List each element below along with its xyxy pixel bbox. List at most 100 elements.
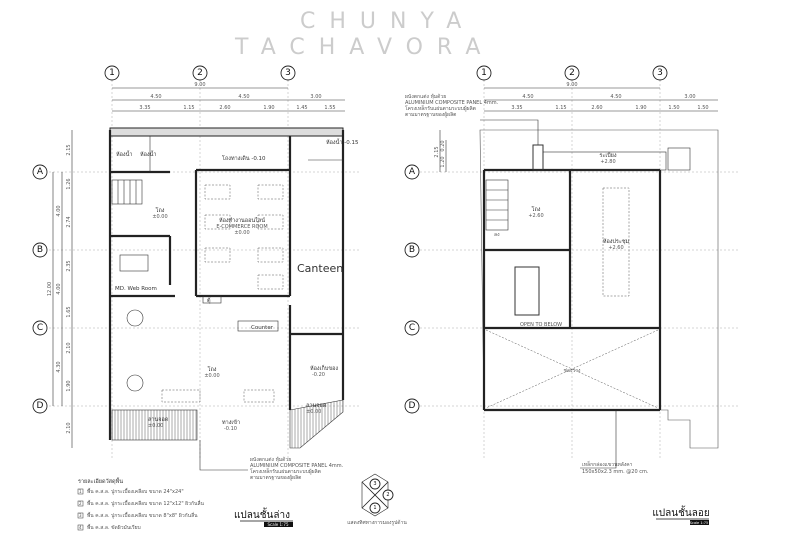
svg-text:B: B	[37, 245, 43, 255]
svg-text:B: B	[409, 245, 415, 255]
svg-text:1.15: 1.15	[555, 105, 566, 111]
ground-floor-title: แปลนชั้นล่าง Scale 1:75	[234, 507, 293, 527]
svg-text:เหล็กกล่องแขวนหลังคา: เหล็กกล่องแขวนหลังคา	[582, 460, 633, 468]
long-meeting-table	[602, 187, 630, 297]
upper-floor-plan: 1 2 3 A B C D 9.00 4.50 4.50 3.00 3.35 1…	[404, 65, 740, 525]
row-bubble-c: C	[404, 320, 420, 336]
svg-text:Scale 1:75: Scale 1:75	[267, 522, 288, 527]
svg-text:150x50x2.3 mm. @20 cm.: 150x50x2.3 mm. @20 cm.	[582, 469, 649, 475]
svg-text:ห้องน้ำ: ห้องน้ำ	[116, 150, 132, 158]
watermark-line-1: CHUNYA	[300, 9, 475, 34]
svg-text:1: 1	[79, 489, 82, 494]
svg-text:4.30: 4.30	[56, 361, 62, 372]
svg-text:3.35: 3.35	[511, 105, 522, 111]
svg-text:D: D	[409, 401, 416, 411]
ground-floor-plan: 1 2 3 A B C D 9.00 4.50 4.50 3.00 3.35 1…	[32, 65, 360, 527]
svg-text:2.60: 2.60	[591, 105, 602, 111]
svg-text:พื้น ค.ส.ล. ปูกระเบื้องเคลือบ: พื้น ค.ส.ล. ปูกระเบื้องเคลือบ ขนาด 8"x8"…	[87, 510, 198, 519]
svg-text:พื้น ค.ส.ล. ขัดผิวมันเรียบ: พื้น ค.ส.ล. ขัดผิวมันเรียบ	[87, 522, 141, 531]
svg-text:ลานจอด: ลานจอด	[148, 417, 169, 423]
stair	[111, 179, 143, 205]
svg-text:Canteen: Canteen	[297, 262, 343, 275]
svg-text:ช่องว่าง: ช่องว่าง	[564, 368, 581, 374]
svg-text:4.00: 4.00	[56, 283, 62, 294]
svg-text:1.45: 1.45	[296, 105, 307, 111]
svg-text:1.50: 1.50	[668, 105, 679, 111]
svg-text:ผนังตกแต่ง หุ้มด้วย: ผนังตกแต่ง หุ้มด้วย	[405, 93, 446, 100]
svg-text:+2.60: +2.60	[608, 245, 623, 251]
room-labels: ระเบียง +2.80 โถง +2.60 ห้องประชุม +2.60…	[494, 152, 630, 374]
svg-text:±0.00: ±0.00	[148, 423, 163, 429]
svg-text:แปลนชั้นลอย: แปลนชั้นลอย	[652, 505, 709, 519]
svg-text:โถง: โถง	[156, 206, 165, 214]
svg-text:Scale 1:75: Scale 1:75	[690, 521, 708, 525]
svg-text:1.20: 1.20	[440, 156, 446, 167]
svg-text:ทางเข้า: ทางเข้า	[222, 419, 240, 426]
column-bubble-3: 3	[652, 65, 668, 81]
svg-text:3.00: 3.00	[684, 94, 695, 100]
svg-text:4.00: 4.00	[56, 205, 62, 216]
svg-text:ลง: ลง	[494, 232, 500, 238]
svg-text:1.55: 1.55	[324, 105, 335, 111]
svg-text:4.50: 4.50	[610, 94, 621, 100]
svg-text:โถง: โถง	[532, 205, 541, 213]
row-bubble-b: B	[404, 242, 420, 258]
svg-text:3.35: 3.35	[139, 105, 150, 111]
md-desk	[119, 254, 149, 272]
svg-text:+2.60: +2.60	[528, 213, 543, 219]
dining-tables	[126, 309, 144, 392]
svg-text:รายละเอียดวัสดุพื้น: รายละเอียดวัสดุพื้น	[78, 477, 123, 485]
row-bubble-a: A	[32, 164, 48, 180]
svg-text:ห้องน้ำ: ห้องน้ำ	[140, 150, 156, 158]
svg-text:ห้องน้ำ -0.15: ห้องน้ำ -0.15	[326, 138, 359, 146]
svg-text:2.15: 2.15	[66, 144, 72, 155]
svg-text:1: 1	[481, 68, 487, 78]
column-bubble-1: 1	[104, 65, 120, 81]
svg-text:1: 1	[109, 68, 115, 78]
svg-text:ห้องประชุม: ห้องประชุม	[603, 238, 630, 245]
svg-text:-0.10: -0.10	[224, 426, 237, 432]
elevation-key: 3 2 1 แสดงทิศทางการมองรูปด้าน	[347, 473, 407, 526]
grid-lines	[45, 80, 360, 460]
terrace-hatch	[111, 399, 344, 449]
walls	[482, 144, 691, 412]
svg-text:1.15: 1.15	[183, 105, 194, 111]
svg-text:3: 3	[79, 513, 82, 518]
svg-text:2.60: 2.60	[219, 105, 230, 111]
svg-text:2.15: 2.15	[434, 146, 440, 157]
stair	[485, 179, 509, 231]
left-dimensions: 2.15 0.20 1.20	[434, 130, 447, 172]
svg-text:A: A	[37, 167, 44, 177]
svg-text:9.00: 9.00	[566, 82, 577, 88]
svg-text:±0.00: ±0.00	[152, 214, 167, 220]
legend-item: 2 พื้น ค.ส.ล. ปูกระเบื้องเคลือบ ขนาด 12"x…	[77, 498, 205, 507]
column-bubble-1: 1	[476, 65, 492, 81]
svg-text:ระเบียง: ระเบียง	[599, 152, 617, 159]
floor-material-legend: รายละเอียดวัสดุพื้น 1 พื้น ค.ส.ล. ปูกระเบ…	[77, 477, 205, 531]
svg-text:C: C	[409, 323, 415, 333]
svg-text:4.50: 4.50	[522, 94, 533, 100]
row-bubble-d: D	[404, 398, 420, 414]
row-bubble-c: C	[32, 320, 48, 336]
svg-text:±0.00: ±0.00	[306, 409, 321, 415]
top-dimensions: 9.00 4.50 4.50 3.00 3.35 1.15 2.60 1.90 …	[112, 82, 345, 112]
svg-text:2.10: 2.10	[66, 422, 72, 433]
svg-text:3: 3	[373, 481, 376, 487]
svg-text:โถงทางเดิน -0.10: โถงทางเดิน -0.10	[222, 154, 266, 162]
svg-text:3: 3	[285, 68, 291, 78]
svg-text:1: 1	[373, 505, 376, 511]
svg-text:ตามมาตรฐานของผู้ผลิต: ตามมาตรฐานของผู้ผลิต	[405, 111, 456, 118]
svg-text:D: D	[37, 401, 44, 411]
svg-text:พื้น ค.ส.ล. ปูกระเบื้องเคลือบ: พื้น ค.ส.ล. ปูกระเบื้องเคลือบ ขนาด 12"x1…	[87, 498, 205, 507]
cladding-note: ผนังตกแต่ง หุ้มด้วย ALUMINIUM COMPOSITE …	[199, 440, 344, 481]
svg-text:4.50: 4.50	[238, 94, 249, 100]
svg-text:MD. Web Room: MD. Web Room	[115, 286, 157, 292]
svg-text:2.35: 2.35	[66, 260, 72, 271]
svg-text:1.65: 1.65	[66, 306, 72, 317]
svg-text:2: 2	[79, 501, 82, 506]
svg-text:พื้น ค.ส.ล. ปูกระเบื้องเคลือบ: พื้น ค.ส.ล. ปูกระเบื้องเคลือบ ขนาด 24"x2…	[87, 486, 184, 495]
svg-text:1.90: 1.90	[66, 380, 72, 391]
svg-text:โถง: โถง	[208, 365, 217, 373]
svg-text:ALUMINIUM COMPOSITE PANEL 4mm.: ALUMINIUM COMPOSITE PANEL 4mm.	[250, 463, 344, 469]
